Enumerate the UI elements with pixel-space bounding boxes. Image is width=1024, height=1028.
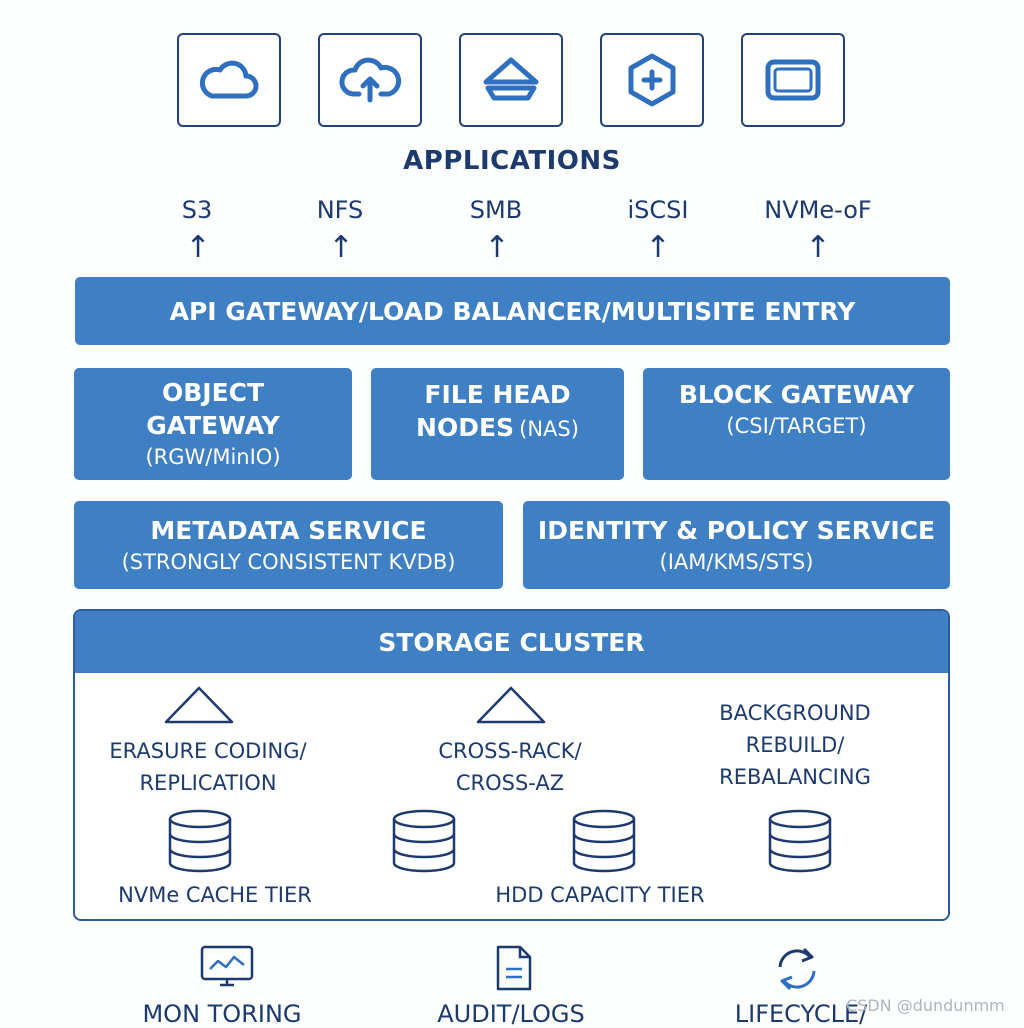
nvme-cache-tier-label: NVMe CACHE TIER: [118, 883, 312, 907]
object-gateway-line2: GATEWAY: [146, 411, 280, 440]
database-icon: [572, 809, 636, 873]
display-app-box: [741, 33, 845, 127]
rebuild-line2: REBUILD/: [745, 733, 845, 757]
identity-service-sub: (IAM/KMS/STS): [659, 549, 814, 574]
database-icon: [168, 809, 232, 873]
cloud-icon: [199, 60, 259, 99]
shield-plus-icon: [628, 53, 676, 107]
block-gateway-box: BLOCK GATEWAY (CSI/TARGET): [643, 368, 950, 480]
api-gateway-bar: API GATEWAY/LOAD BALANCER/MULTISITE ENTR…: [75, 277, 950, 345]
monitoring-label: MON TORING: [142, 1000, 302, 1028]
storage-cluster-panel: STORAGE CLUSTER ERASURE CODING/ REPLICAT…: [73, 609, 950, 921]
metadata-service-title: METADATA SERVICE: [150, 515, 427, 545]
object-gateway-sub: (RGW/MinIO): [145, 445, 281, 469]
monitoring-icon: [200, 945, 254, 987]
metadata-service-sub: (STRONGLY CONSISTENT KVDB): [121, 549, 456, 574]
protocol-s3: S3: [181, 196, 213, 224]
file-head-nodes-box: FILE HEAD NODES (NAS): [371, 368, 624, 480]
up-arrow-icon: ↑: [645, 230, 671, 265]
file-head-sub: (NAS): [519, 417, 579, 441]
cross-line2: CROSS-AZ: [455, 771, 565, 795]
database-icon: [392, 809, 456, 873]
metadata-service-box: METADATA SERVICE (STRONGLY CONSISTENT KV…: [74, 501, 503, 589]
cloud-upload-app-box: [318, 33, 422, 127]
lifecycle-label: LIFECYCLE/: [734, 1000, 868, 1028]
protocol-nfs: NFS: [316, 196, 364, 224]
erasure-line2: REPLICATION: [139, 771, 277, 795]
cross-line1: CROSS-RACK/: [438, 739, 582, 763]
hdd-capacity-tier-label: HDD CAPACITY TIER: [495, 883, 705, 907]
audit-logs-label: AUDIT/LOGS: [437, 1000, 585, 1028]
database-icon: [768, 809, 832, 873]
display-icon: [765, 59, 821, 101]
document-icon: [496, 945, 532, 991]
watermark: CSDN @dundunmm: [846, 996, 1005, 1015]
background-rebuild-label: BACKGROUND REBUILD/ REBALANCING: [685, 697, 905, 793]
object-gateway-line1: OBJECT: [161, 378, 265, 407]
storage-tray-app-box: [459, 33, 563, 127]
up-arrow-icon: ↑: [328, 230, 354, 265]
rebuild-line3: REBALANCING: [719, 765, 871, 789]
protocol-nvme-of: NVMe-oF: [764, 196, 872, 224]
protocol-iscsi: iSCSI: [627, 196, 689, 224]
shield-plus-app-box: [600, 33, 704, 127]
identity-service-title: IDENTITY & POLICY SERVICE: [537, 515, 936, 545]
up-arrow-icon: ↑: [185, 230, 211, 265]
applications-title: APPLICATIONS: [403, 146, 621, 176]
refresh-cycle-icon: [778, 947, 816, 991]
erasure-line1: ERASURE CODING/: [109, 739, 307, 763]
file-head-line1: FILE HEAD: [424, 380, 571, 409]
storage-cluster-title: STORAGE CLUSTER: [75, 611, 948, 673]
up-arrow-icon: ↑: [805, 230, 831, 265]
protocol-smb: SMB: [469, 196, 523, 224]
cloud-upload-icon: [339, 57, 402, 103]
api-gateway-label: API GATEWAY/LOAD BALANCER/MULTISITE ENTR…: [169, 296, 856, 326]
identity-policy-service-box: IDENTITY & POLICY SERVICE (IAM/KMS/STS): [523, 501, 950, 589]
erasure-coding-label: ERASURE CODING/ REPLICATION: [75, 735, 341, 799]
triangle-icon: [164, 686, 234, 724]
cross-rack-label: CROSS-RACK/ CROSS-AZ: [395, 735, 625, 799]
block-gateway-line1: BLOCK GATEWAY: [678, 380, 915, 409]
block-gateway-sub: (CSI/TARGET): [726, 414, 867, 438]
file-head-line2: NODES: [416, 413, 515, 442]
triangle-icon: [476, 686, 546, 724]
cloud-app-box: [177, 33, 281, 127]
object-gateway-box: OBJECT GATEWAY (RGW/MinIO): [74, 368, 352, 480]
up-arrow-icon: ↑: [484, 230, 510, 265]
rebuild-line1: BACKGROUND: [719, 701, 871, 725]
storage-tray-icon: [483, 57, 539, 101]
